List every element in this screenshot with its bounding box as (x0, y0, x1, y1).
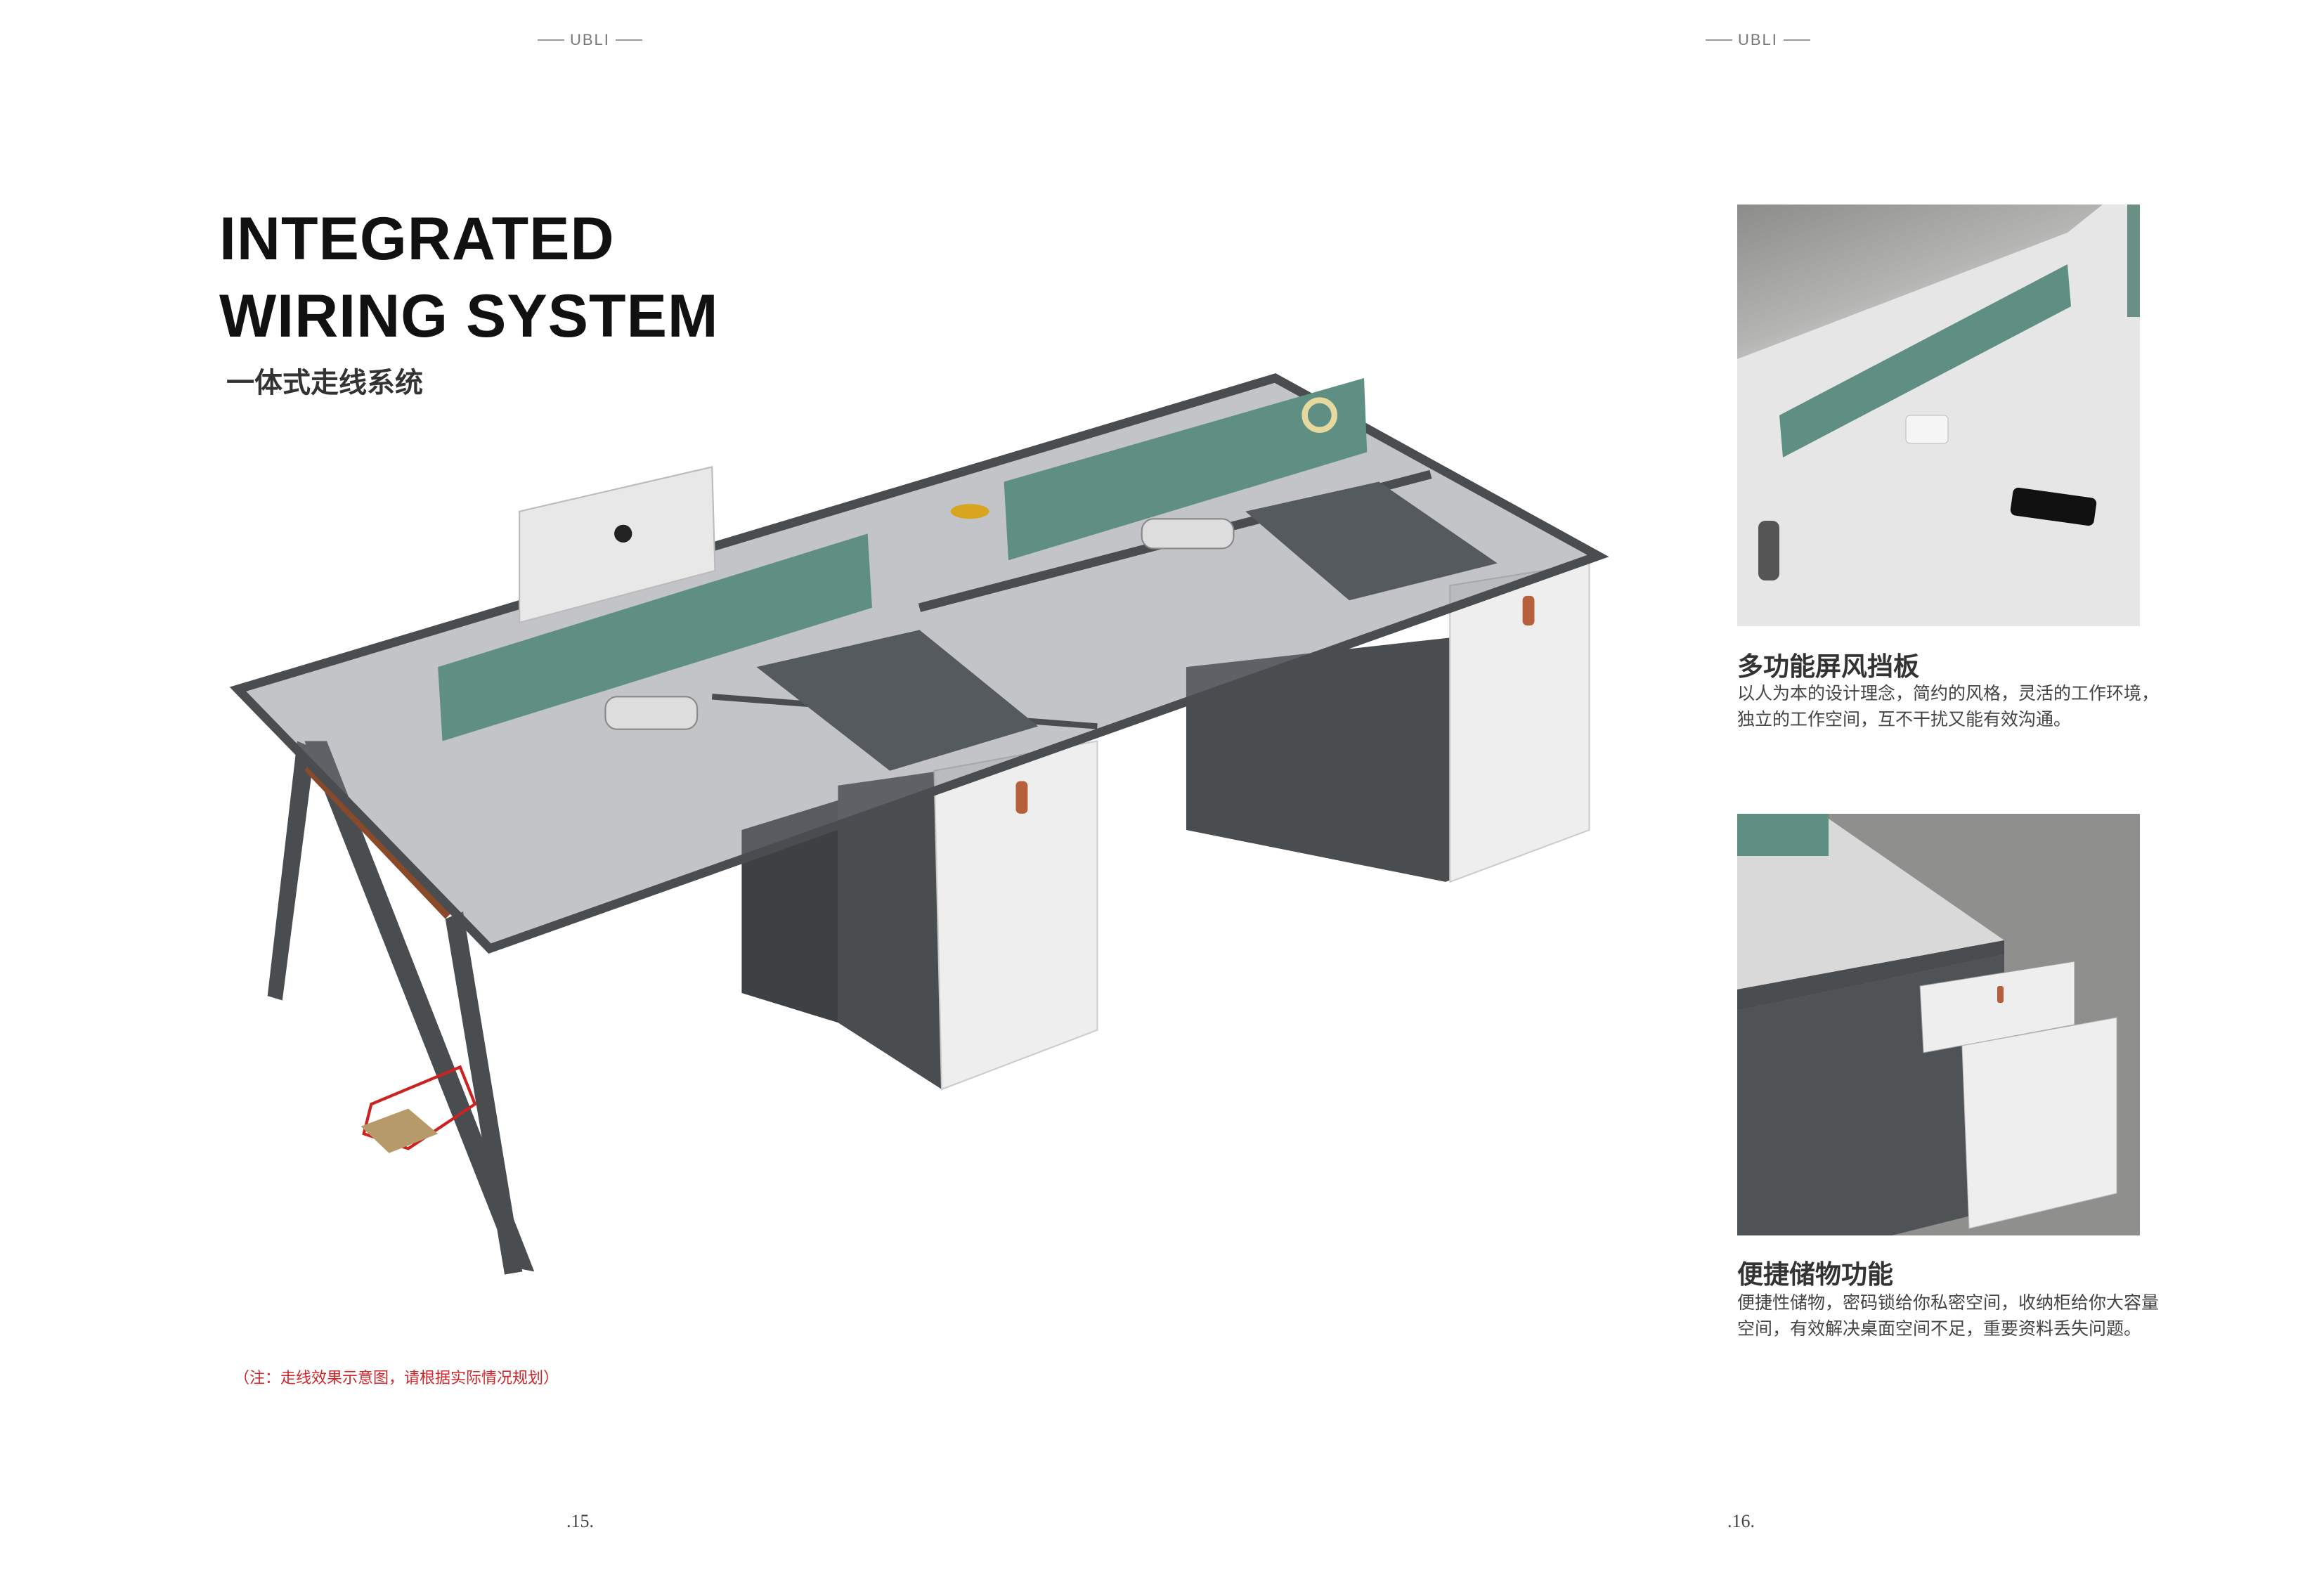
logo-text: UBLI (1738, 31, 1778, 48)
privacy-screen (1737, 814, 1829, 856)
power-socket (1905, 415, 1949, 444)
desk-leg (267, 741, 316, 1001)
privacy-screen (1004, 377, 1368, 561)
page-number: .16. (1727, 1511, 1755, 1531)
phone-icon (2010, 487, 2097, 526)
brand-logo-left: UBLI (538, 31, 642, 49)
lock-icon (1015, 781, 1028, 814)
power-socket (1141, 518, 1235, 550)
photo-content (1737, 205, 2140, 626)
cabinet-door (1961, 1017, 2117, 1229)
page-title: INTEGRATED WIRING SYSTEM (219, 200, 719, 355)
drawer (1919, 961, 2075, 1053)
privacy-screen (1779, 264, 2071, 457)
page-number: .15. (566, 1511, 594, 1531)
screen-post (1758, 521, 1779, 580)
desk-illustration (229, 373, 1609, 1275)
photo-storage-cabinet (1737, 814, 2140, 1235)
disclaimer-note: （注：走线效果示意图，请根据实际情况规划） (234, 1370, 559, 1387)
photo-privacy-screen (1737, 205, 2140, 626)
feature-heading: 便捷储物功能 (1737, 1259, 1893, 1290)
cabinet-door (1449, 562, 1590, 883)
monitor (519, 466, 716, 624)
headphones-icon (1301, 397, 1338, 433)
lock-icon (1522, 595, 1535, 626)
title-line: INTEGRATED (219, 205, 615, 273)
title-line: WIRING SYSTEM (219, 283, 719, 350)
power-socket (604, 696, 699, 730)
logo-text: UBLI (570, 31, 610, 48)
photo-content (1737, 814, 2117, 1235)
feature-body: 以人为本的设计理念，简约的风格，灵活的工作环境，独立的工作空间，互不干扰又能有效… (1737, 683, 2160, 729)
page-subtitle: 一体式走线系统 (226, 367, 423, 399)
floor-socket (361, 1108, 439, 1153)
feature-body: 便捷性储物，密码锁给你私密空间，收纳柜给你大容量空间，有效解决桌面空间不足，重要… (1737, 1292, 2160, 1339)
feature-heading: 多功能屏风挡板 (1737, 651, 1919, 682)
apple-logo-icon (614, 524, 632, 543)
cup (950, 504, 989, 519)
storage-tray (756, 630, 1039, 771)
desk-leg (304, 741, 535, 1272)
brand-logo-right: UBLI (1706, 31, 1810, 49)
storage-tray (1245, 481, 1498, 601)
privacy-screen (438, 533, 872, 741)
lock-icon (1997, 986, 2004, 1003)
